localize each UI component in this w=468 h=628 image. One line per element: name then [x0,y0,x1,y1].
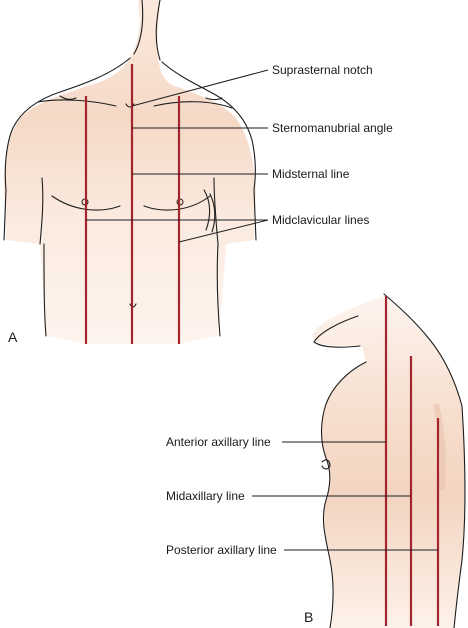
side-callouts: Anterior axillary line Midaxillary line … [166,435,438,557]
side-reference-lines [384,296,440,626]
panel-a-label: A [8,329,18,345]
front-callouts: Suprasternal notch Sternomanubrial angle… [86,63,393,243]
callout-posterior-axillary-line: Posterior axillary line [166,543,277,557]
callout-suprasternal-notch: Suprasternal notch [272,63,373,77]
callout-midsternal-line: Midsternal line [272,167,350,181]
callout-midclavicular-lines: Midclavicular lines [272,213,369,227]
front-torso-drawing [3,0,257,344]
callout-sternomanubrial-angle: Sternomanubrial angle [272,121,393,135]
callout-anterior-axillary-line: Anterior axillary line [166,435,271,449]
callout-midaxillary-line: Midaxillary line [166,489,245,503]
panel-b-label: B [304,609,313,625]
side-torso-drawing [312,293,466,628]
